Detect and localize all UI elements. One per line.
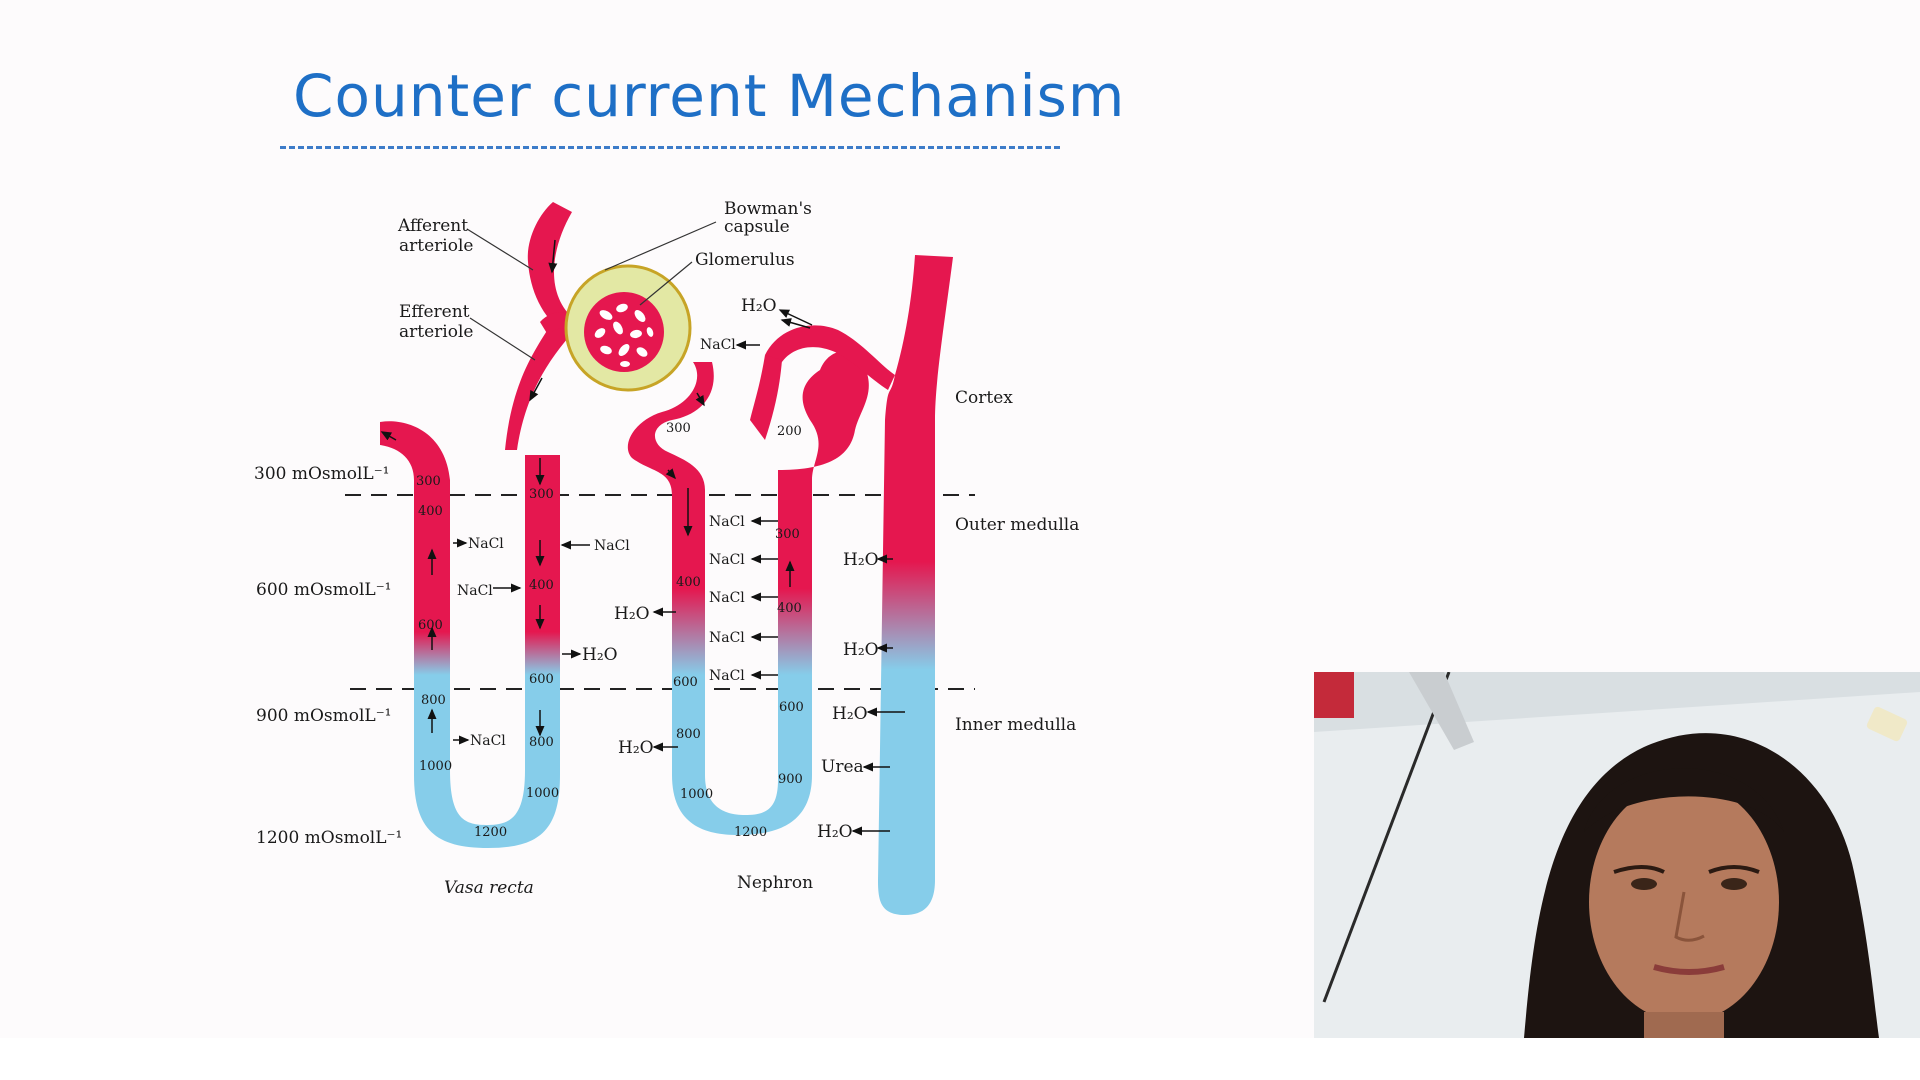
osmolarity-600: 600 mOsmolL⁻¹ bbox=[256, 580, 392, 600]
collecting-duct bbox=[878, 255, 953, 915]
nacl-vr-2: NaCl bbox=[594, 538, 630, 554]
vr-desc-400: 400 bbox=[418, 504, 443, 519]
osmolarity-300: 300 mOsmolL⁻¹ bbox=[254, 464, 390, 484]
nephron-label: Nephron bbox=[737, 873, 813, 893]
water-ne-2: H₂O bbox=[618, 738, 654, 758]
ne-desc-800: 800 bbox=[676, 727, 701, 742]
nacl-vr-4: NaCl bbox=[470, 733, 506, 749]
water-cd-3: H₂O bbox=[832, 704, 868, 724]
presenter-webcam bbox=[1314, 672, 1920, 1038]
vr-desc-800: 800 bbox=[421, 693, 446, 708]
ne-asc-400: 400 bbox=[777, 601, 802, 616]
ne-asc-300: 300 bbox=[775, 527, 800, 542]
vr-bottom-1200: 1200 bbox=[474, 825, 507, 840]
glomerulus-pointer bbox=[639, 261, 693, 306]
nacl-ne-3: NaCl bbox=[709, 590, 745, 606]
vr-asc-800: 800 bbox=[529, 735, 554, 750]
glomerulus-label: Glomerulus bbox=[695, 250, 795, 270]
efferent-label-line2: arteriole bbox=[399, 322, 473, 342]
glomerulus-capillary-pattern bbox=[594, 303, 654, 367]
nacl-vr-3: NaCl bbox=[457, 583, 493, 599]
nephron-tubule bbox=[627, 351, 869, 835]
ascending-limb-top bbox=[750, 355, 782, 440]
vr-desc-600: 600 bbox=[418, 618, 443, 633]
slide-title: Counter current Mechanism bbox=[293, 62, 1126, 130]
bottom-strip bbox=[0, 1038, 1920, 1080]
inner-medulla-label: Inner medulla bbox=[955, 715, 1076, 735]
nacl-ne-4: NaCl bbox=[709, 630, 745, 646]
nacl-ne-2: NaCl bbox=[709, 552, 745, 568]
vr-asc-1000: 1000 bbox=[526, 786, 559, 801]
outer-medulla-label: Outer medulla bbox=[955, 515, 1079, 535]
ne-asc-900: 900 bbox=[778, 772, 803, 787]
water-ne-top: H₂O bbox=[741, 296, 777, 316]
osmolarity-900: 900 mOsmolL⁻¹ bbox=[256, 706, 392, 726]
efferent-pointer bbox=[469, 317, 536, 361]
ne-desc-300: 300 bbox=[666, 421, 691, 436]
nacl-vr-1: NaCl bbox=[468, 536, 504, 552]
distal-tubule bbox=[765, 325, 895, 390]
vasa-recta bbox=[380, 421, 560, 848]
ne-bottom-1200: 1200 bbox=[734, 825, 767, 840]
title-divider bbox=[280, 146, 1060, 149]
ne-desc-600: 600 bbox=[673, 675, 698, 690]
water-cd-4: H₂O bbox=[817, 822, 853, 842]
afferent-label-line2: arteriole bbox=[399, 236, 473, 256]
ne-desc-1000: 1000 bbox=[680, 787, 713, 802]
presenter-video-icon bbox=[1314, 672, 1920, 1038]
water-ne-1: H₂O bbox=[614, 604, 650, 624]
bowmans-pointer bbox=[604, 221, 717, 271]
cortex-label: Cortex bbox=[955, 388, 1013, 408]
efferent-label-line1: Efferent bbox=[399, 302, 470, 322]
vr-desc-300: 300 bbox=[416, 474, 441, 489]
vr-asc-300: 300 bbox=[529, 487, 554, 502]
efferent-arteriole bbox=[505, 318, 575, 450]
vasa-recta-label: Vasa recta bbox=[444, 878, 534, 898]
ne-desc-400: 400 bbox=[676, 575, 701, 590]
afferent-label-line1: Afferent bbox=[397, 216, 468, 236]
nacl-ne-5: NaCl bbox=[709, 668, 745, 684]
bowmans-label-line1: Bowman's bbox=[724, 199, 812, 219]
ne-asc-600: 600 bbox=[779, 700, 804, 715]
ne-asc-200: 200 bbox=[777, 424, 802, 439]
vr-asc-400: 400 bbox=[529, 578, 554, 593]
osmolarity-1200: 1200 mOsmolL⁻¹ bbox=[256, 828, 402, 848]
afferent-pointer bbox=[466, 228, 534, 271]
exchange-arrows bbox=[453, 309, 905, 836]
bowmans-label-line2: capsule bbox=[724, 217, 790, 237]
vr-asc-600: 600 bbox=[529, 672, 554, 687]
nacl-ne-top: NaCl bbox=[700, 337, 736, 353]
flow-arrows bbox=[380, 239, 811, 737]
water-cd-2: H₂O bbox=[843, 640, 879, 660]
water-cd-1: H₂O bbox=[843, 550, 879, 570]
vr-desc-1000: 1000 bbox=[419, 759, 452, 774]
water-vr: H₂O bbox=[582, 645, 618, 665]
nacl-ne-1: NaCl bbox=[709, 514, 745, 530]
urea-label: Urea bbox=[821, 757, 864, 777]
